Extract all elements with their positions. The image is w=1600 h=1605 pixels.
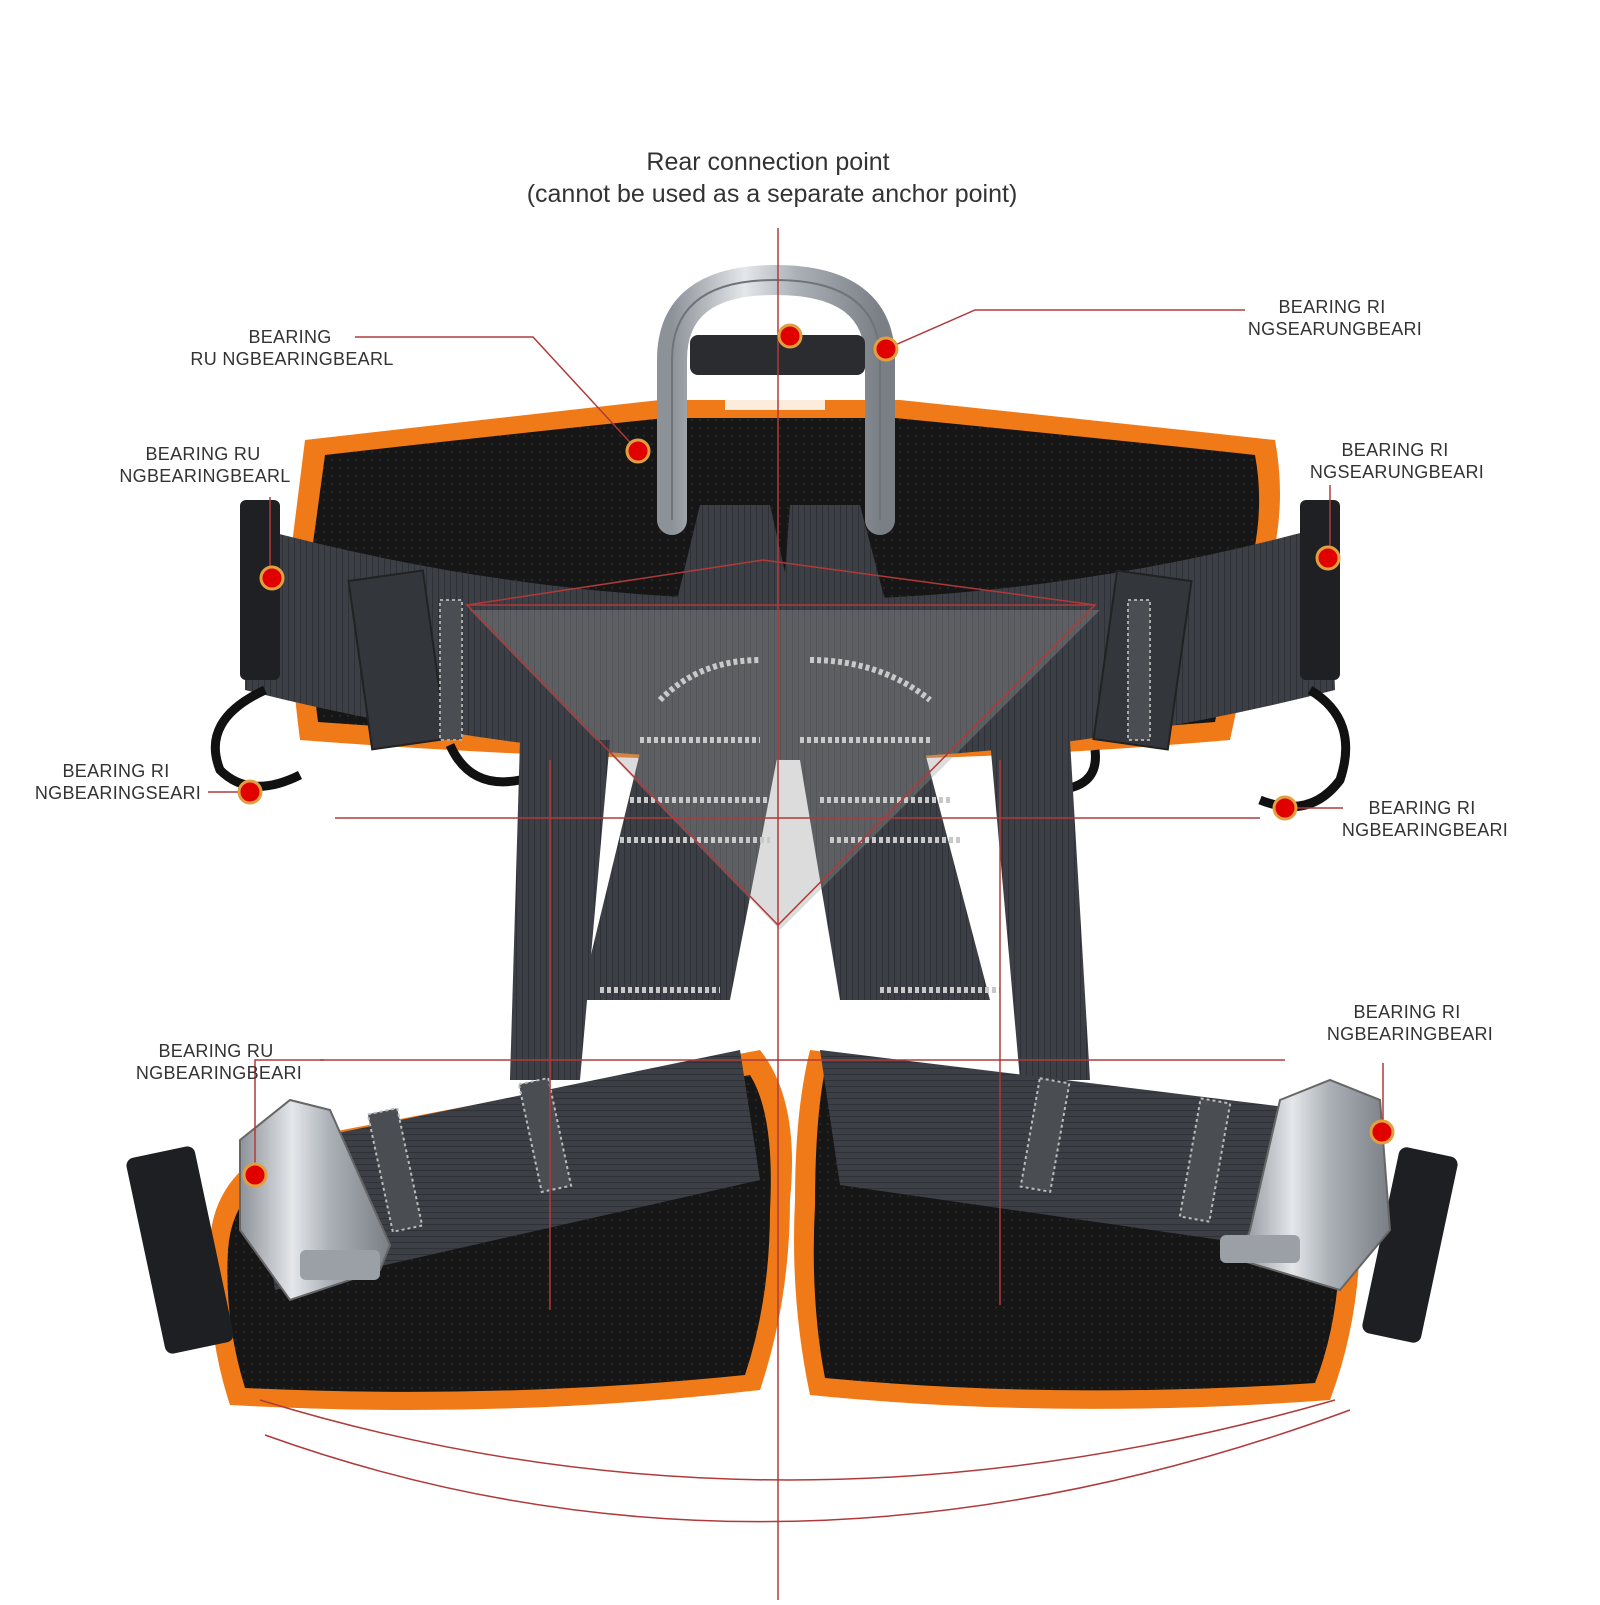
label-right-leg-buckle: BEARING RI NGBEARINGBEARI [1327, 1002, 1493, 1044]
leg-loop-left [126, 1050, 792, 1410]
label-left-gear-loop: BEARING RI NGBEARINGSEARI [35, 761, 201, 803]
label-right-hip: BEARING RI NGSEARUNGBEARI [1310, 440, 1484, 482]
gear-loop-left [210, 685, 303, 791]
label-upper-right-ring: BEARING RI NGSEARUNGBEARI [1248, 297, 1422, 339]
label-line-2: NGBEARINGBEARI [1342, 820, 1508, 840]
label-line-2: NGBEARINGSEARI [35, 783, 201, 803]
red-dot-marker [777, 323, 803, 349]
leg-strap-left-end [126, 1146, 234, 1354]
side-strap-right [990, 740, 1090, 1080]
stitch-bars [600, 657, 1000, 993]
load-triangle [465, 604, 1097, 927]
belt-keeper-left [347, 569, 448, 751]
label-line-2: RU NGBEARINGBEARL [190, 349, 393, 369]
label-line-1: BEARING RU [158, 1041, 273, 1061]
label-upper-left-back: BEARING RU NGBEARINGBEARL [190, 327, 393, 369]
red-dot-marker [873, 336, 899, 362]
label-line-2: NGBEARINGBEARL [119, 466, 290, 486]
label-line-1: BEARING RU [145, 444, 260, 464]
red-dot-marker [259, 565, 285, 591]
leg-loop-right [794, 1050, 1458, 1409]
title-line-1: Rear connection point [646, 148, 889, 176]
label-line-1: BEARING RI [1353, 1002, 1460, 1022]
markers [237, 323, 1395, 1188]
gear-loop-right [1258, 686, 1351, 812]
label-left-leg-buckle: BEARING RU NGBEARINGBEARI [136, 1041, 302, 1083]
red-dot-marker [242, 1162, 268, 1188]
title: Rear connection point (cannot be used as… [527, 148, 1018, 208]
label-line-1: BEARING [248, 327, 331, 347]
side-strap-left [510, 740, 610, 1080]
red-dot-marker [1315, 545, 1341, 571]
red-dot-marker [625, 438, 651, 464]
red-dot-marker [1369, 1119, 1395, 1145]
bridge-strap-left [580, 505, 800, 1000]
title-line-2: (cannot be used as a separate anchor poi… [527, 180, 1018, 208]
buckle-icon-right [1220, 1078, 1392, 1292]
leg-strap-right-end [1362, 1147, 1458, 1343]
label-left-hip: BEARING RU NGBEARINGBEARL [119, 444, 290, 486]
annotation-lines [208, 228, 1384, 1600]
label-right-gear-loop: BEARING RI NGBEARINGBEARI [1342, 798, 1508, 840]
hip-buckle-right [1300, 500, 1340, 680]
label-line-2: NGBEARINGBEARI [1327, 1024, 1493, 1044]
label-line-1: BEARING RI [1278, 297, 1385, 317]
label-line-2: NGBEARINGBEARI [136, 1063, 302, 1083]
bridge-strap-right [780, 505, 990, 1000]
label-line-1: BEARING RI [1341, 440, 1448, 460]
central-straps [470, 505, 1100, 1080]
label-line-1: BEARING RI [62, 761, 169, 781]
buckle-icon [239, 1098, 392, 1302]
red-dot-marker [1272, 795, 1298, 821]
label-line-2: NGSEARUNGBEARI [1310, 462, 1484, 482]
red-dot-marker [237, 779, 263, 805]
gear-loop-left-2 [445, 743, 521, 787]
label-line-1: BEARING RI [1368, 798, 1475, 818]
label-line-2: NGSEARUNGBEARI [1248, 319, 1422, 339]
